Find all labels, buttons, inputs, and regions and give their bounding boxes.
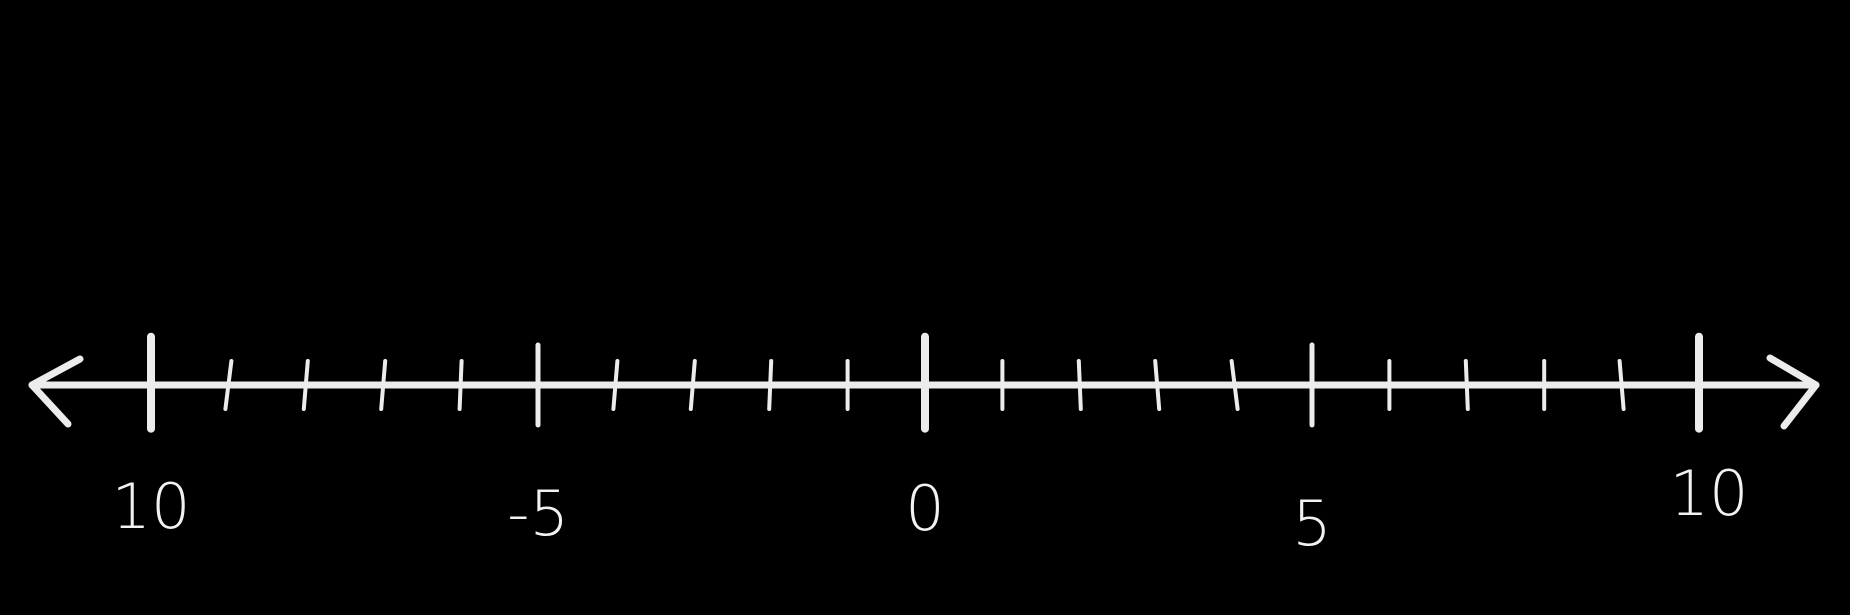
tick-label-5: 5	[1292, 487, 1331, 560]
tick-mark	[611, 359, 620, 411]
tick-mark	[688, 359, 697, 411]
tick-label-minus-10: 10	[112, 470, 191, 543]
tick-mark	[223, 359, 234, 411]
tick-mark	[457, 359, 464, 411]
tick-mark	[1153, 359, 1162, 411]
tick-label-10: 10	[1670, 457, 1749, 530]
tick-mark	[1229, 359, 1240, 411]
tick-mark	[767, 359, 774, 411]
tick-mark	[1463, 359, 1470, 411]
tick-marks	[147, 332, 1703, 433]
tick-mark	[301, 359, 310, 411]
tick-mark	[1617, 359, 1626, 411]
tick-labels: 10 -5 0 5 10	[112, 457, 1749, 560]
tick-label-0: 0	[905, 472, 944, 545]
tick-mark	[1076, 359, 1083, 411]
right-arrow-head	[1766, 354, 1820, 430]
tick-mark	[379, 359, 388, 411]
left-arrow-head	[28, 355, 84, 428]
tick-label-minus-5: -5	[507, 477, 569, 550]
